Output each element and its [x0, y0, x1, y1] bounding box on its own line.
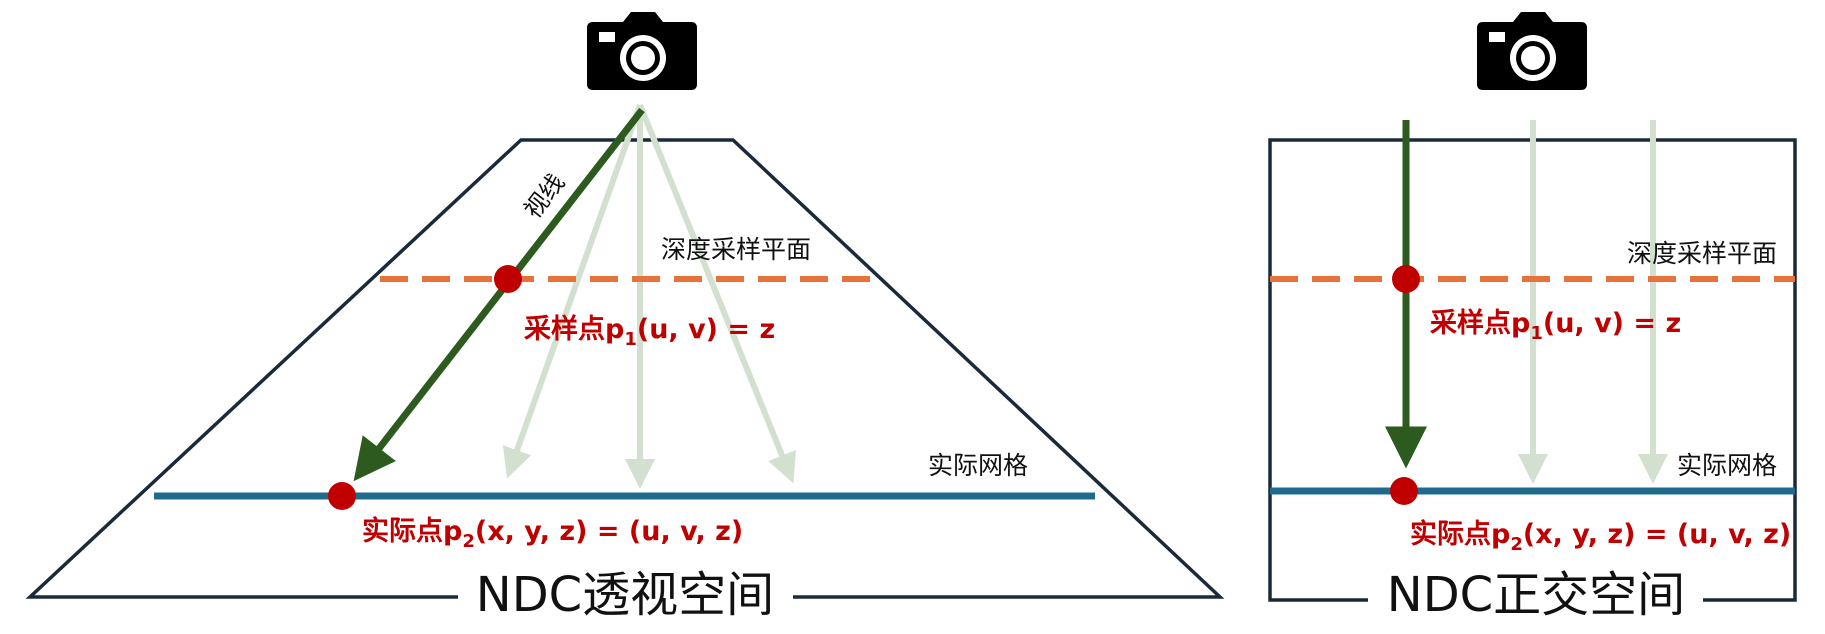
- depth-plane-label: 深度采样平面: [1627, 239, 1777, 268]
- sample-point-label: 采样点p1(u, v) = z: [1430, 307, 1681, 344]
- actual-point-label: 实际点p2(x, y, z) = (u, v, z): [362, 515, 743, 552]
- sight-line-arrow: [353, 107, 645, 482]
- actual-point: [1390, 477, 1418, 505]
- faded-rays: [1518, 120, 1668, 484]
- mesh-label: 实际网格: [928, 451, 1028, 480]
- sample-point: [1392, 265, 1420, 293]
- panel-title: NDC正交空间: [1387, 567, 1685, 623]
- sample-point-label: 采样点p1(u, v) = z: [524, 313, 775, 350]
- camera-icon: [587, 12, 697, 90]
- mesh-label: 实际网格: [1677, 451, 1777, 480]
- perspective-panel: 视线 深度采样平面 采样点p1(u, v) = z 实际网格 实际点p2(x, …: [25, 12, 1225, 623]
- panel-title: NDC透视空间: [476, 567, 774, 623]
- orthographic-panel: 深度采样平面 采样点p1(u, v) = z 实际网格 实际点p2(x, y, …: [1268, 12, 1797, 623]
- faded-rays: [502, 103, 797, 489]
- sample-point: [494, 265, 522, 293]
- actual-point: [328, 482, 356, 510]
- camera-icon: [1477, 12, 1587, 90]
- actual-point-label: 实际点p2(x, y, z) = (u, v, z): [1410, 518, 1791, 555]
- depth-plane-label: 深度采样平面: [661, 235, 811, 264]
